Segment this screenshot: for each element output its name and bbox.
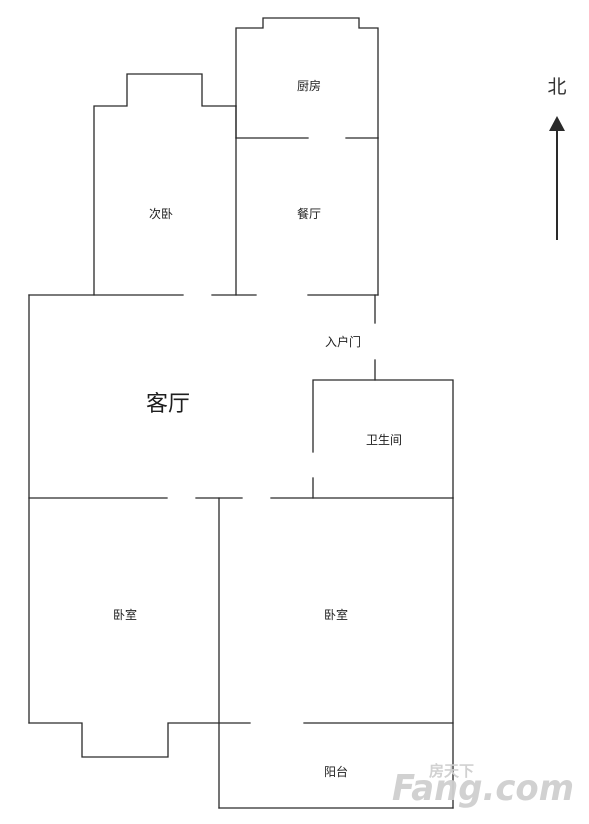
north-compass: 北	[547, 76, 567, 240]
second-bedroom-label: 次卧	[149, 207, 173, 221]
right-bedroom-label: 卧室	[324, 607, 348, 622]
bathroom-walls	[312, 379, 454, 499]
right-bedroom-walls	[218, 497, 454, 809]
entrance-door-label: 入户门	[325, 334, 361, 349]
second-bedroom-walls	[93, 73, 237, 296]
kitchen-walls	[235, 17, 379, 139]
dining-label: 餐厅	[297, 206, 321, 221]
north-arrow-icon	[549, 116, 565, 131]
watermark-brand-en: Fang.com	[392, 768, 574, 809]
fang-watermark: 房天下 Fang.com	[392, 762, 574, 809]
left-bedroom-label: 卧室	[113, 607, 137, 622]
watermark-brand-cn: 房天下	[429, 762, 474, 780]
left-bedroom-walls	[28, 722, 251, 758]
living-room-label: 客厅	[146, 392, 190, 417]
north-label: 北	[547, 76, 566, 98]
kitchen-label: 厨房	[297, 78, 321, 93]
bathroom-label: 卫生间	[366, 433, 402, 447]
balcony-label: 阳台	[324, 764, 348, 779]
